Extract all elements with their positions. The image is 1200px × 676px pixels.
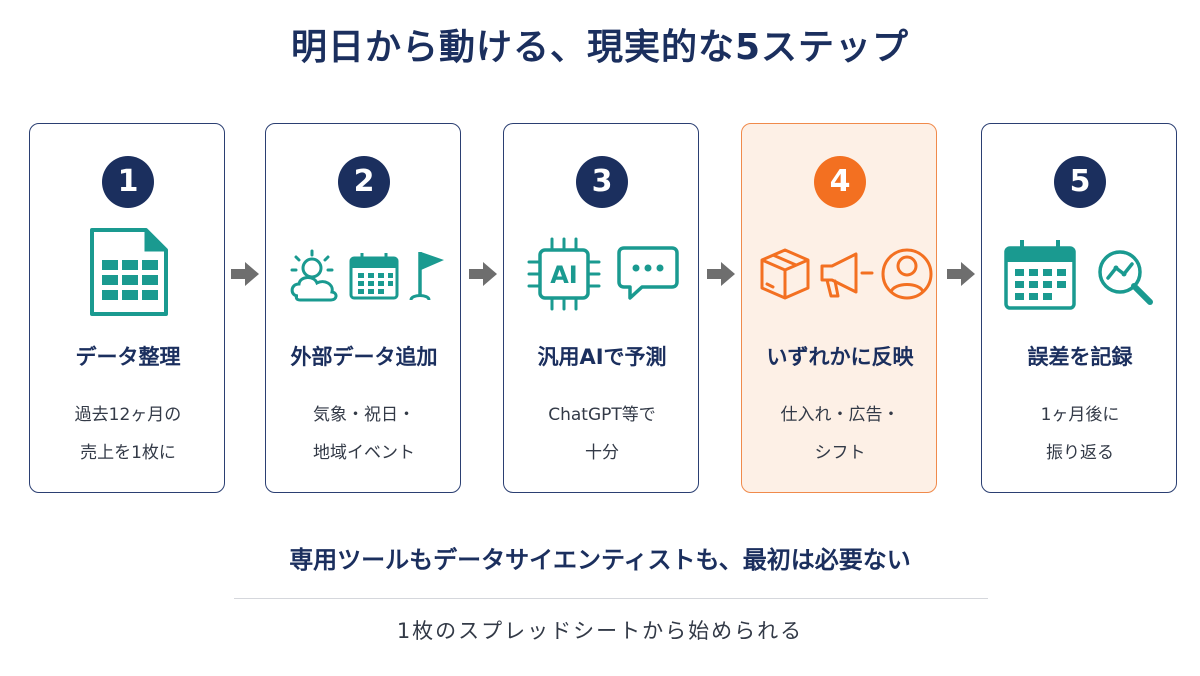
step-title: 外部データ追加 [290,345,438,369]
step-description: 仕入れ・広告・ シフト [742,396,938,472]
step-number-badge: 2 [338,156,390,208]
step-description-line: 過去12ヶ月の [74,405,182,425]
step-icons [742,224,938,314]
magnifier-chart-icon [1098,250,1153,305]
step-icons [30,224,226,316]
step-description-line: 1ヶ月後に [1040,405,1120,425]
step-icons [266,224,462,314]
step-number-badge: 1 [102,156,154,208]
step-number-badge: 5 [1054,156,1106,208]
step-card-1: 1 データ整理 過去12ヶ月の 売上を1枚に [29,123,225,493]
step-title: 汎用AIで予測 [537,345,667,369]
step-description-line: 十分 [585,443,619,463]
megaphone-icon [820,252,874,298]
step-description-line: 地域イベント [313,443,415,463]
step-description-line: 仕入れ・広告・ [780,405,900,425]
step-title: 誤差を記録 [1027,345,1133,369]
person-icon [881,248,933,300]
arrow-right-icon [231,262,259,286]
step-description-line: シフト [814,443,866,463]
step-description: ChatGPT等で 十分 [504,396,700,472]
step-description-line: 気象・祝日・ [313,405,415,425]
step-title: いずれかに反映 [766,345,914,369]
spreadsheet-icon [90,228,168,316]
chat-bubble-icon [617,246,679,300]
step-card-4: 4 いずれかに反映 仕入れ・広告 [741,123,937,493]
step-number-badge: 4 [814,156,866,208]
arrow-right-icon [707,262,735,286]
step-icons: AI [504,224,700,314]
calendar-icon [349,253,399,300]
divider [234,598,988,599]
ai-chip-label: AI [550,261,578,289]
step-description: 過去12ヶ月の 売上を1枚に [30,396,226,472]
step-card-2: 2 [265,123,461,493]
footer-subtext: 1枚のスプレッドシートから始められる [396,619,804,643]
flag-icon [409,252,444,301]
step-card-3: 3 AI 汎用AIで予測 ChatGPT等で 十分 [503,123,699,493]
weather-icon [290,249,338,302]
step-description-line: ChatGPT等で [548,405,656,425]
step-title: データ整理 [75,345,181,369]
footer-headline: 専用ツールもデータサイエンティストも、最初は必要ない [289,546,911,574]
page-title: 明日から動ける、現実的な5ステップ [290,27,910,68]
step-description: 1ヶ月後に 振り返る [982,396,1178,472]
step-description-line: 振り返る [1046,443,1114,463]
arrow-right-icon [947,262,975,286]
step-description: 気象・祝日・ 地域イベント [266,396,462,472]
step-icons [982,224,1178,314]
step-description-line: 売上を1枚に [80,443,176,463]
ai-chip-icon: AI [527,237,601,311]
arrow-right-icon [469,262,497,286]
calendar-icon [1004,240,1076,310]
step-card-5: 5 誤差を記録 1ヶ月後に 振り返る [981,123,1177,493]
step-number-badge: 3 [576,156,628,208]
box-icon [760,248,810,300]
